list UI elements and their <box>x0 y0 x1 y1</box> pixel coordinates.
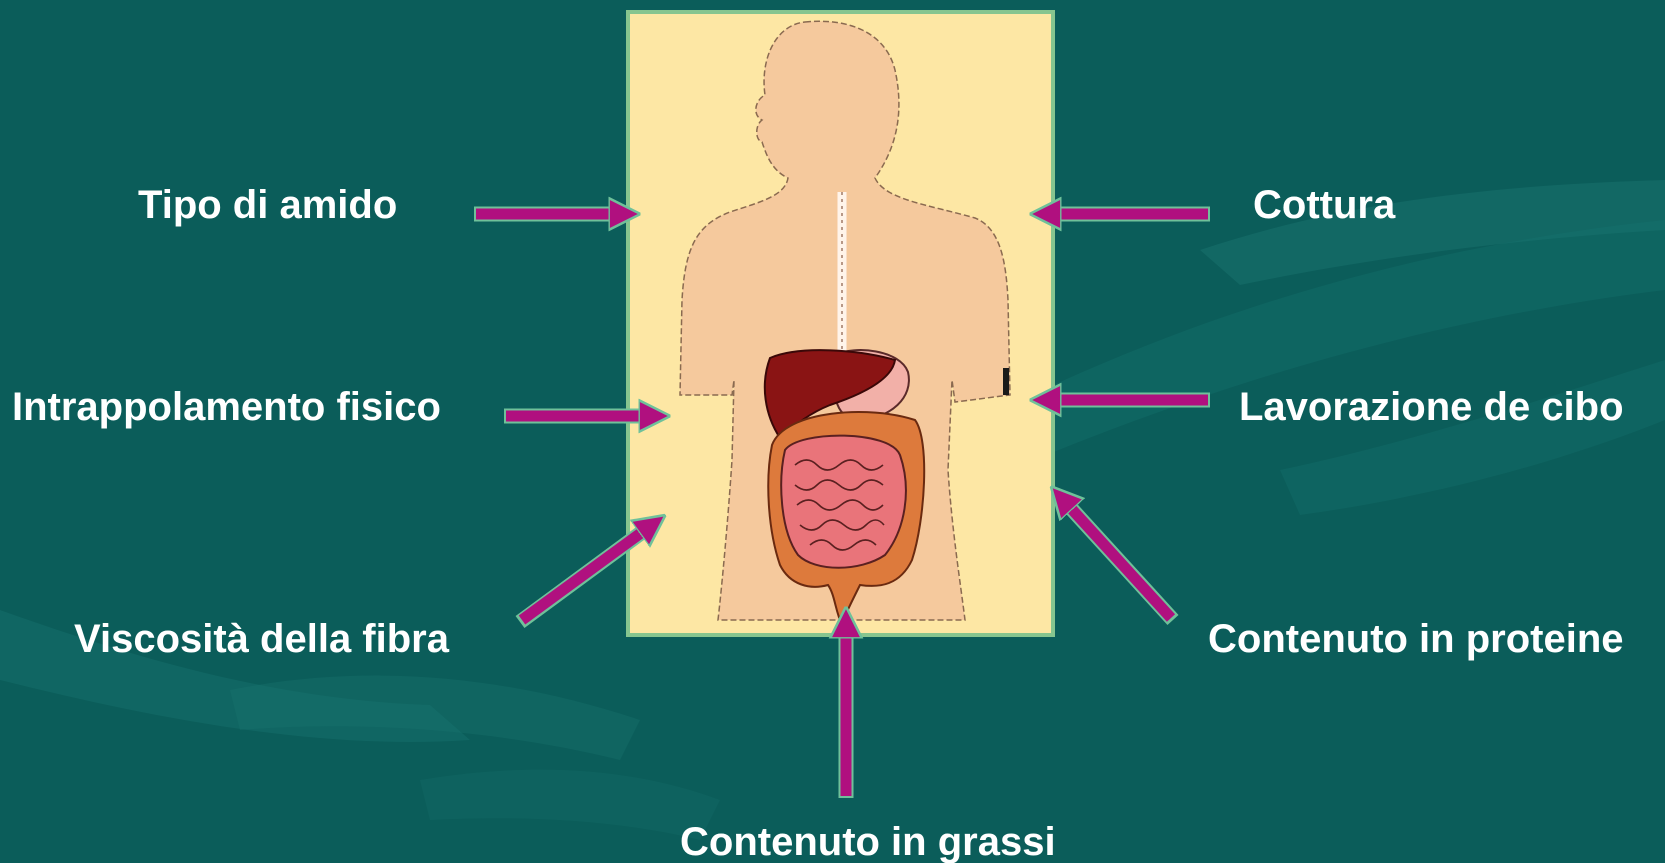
label-viscosita-della-fibra: Viscosità della fibra <box>74 617 450 661</box>
label-cottura: Cottura <box>1253 183 1396 227</box>
label-intrappolamento-fisico: Intrappolamento fisico <box>12 385 441 429</box>
magenta-arrow-icon <box>1068 505 1173 620</box>
label-contenuto-in-proteine: Contenuto in proteine <box>1208 617 1624 661</box>
label-tipo-di-amido: Tipo di amido <box>138 183 397 227</box>
label-lavorazione-de-cibo: Lavorazione de cibo <box>1239 385 1624 429</box>
label-contenuto-in-grassi: Contenuto in grassi <box>680 820 1056 863</box>
small-intestine-icon <box>781 436 906 568</box>
